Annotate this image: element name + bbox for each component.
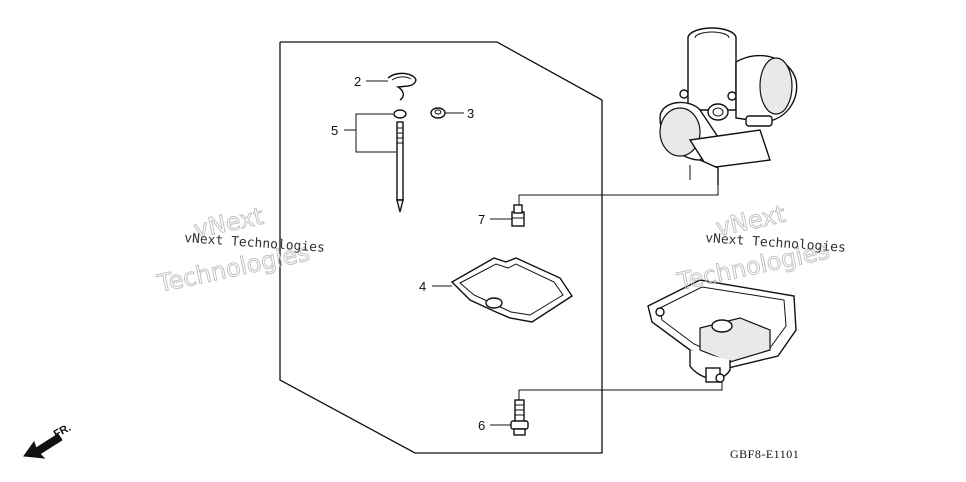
gasket-part (450, 257, 573, 323)
watermark-left: vNext Technologies vNext Technologies (154, 201, 325, 298)
watermark-right: vNext Technologies vNext Technologies (674, 199, 846, 296)
front-arrow-icon (23, 433, 63, 459)
callout-6: 6 (478, 418, 485, 433)
leader-5-bracket (355, 113, 396, 153)
diagram-code: GBF8-E1101 (730, 447, 799, 461)
callout-5: 5 (331, 123, 338, 138)
callout-4: 4 (419, 279, 426, 294)
carburetor-body-part (659, 27, 798, 185)
nut-part (430, 107, 446, 119)
float-chamber-part (647, 279, 797, 383)
screw-part (511, 204, 525, 227)
front-label: FR. (52, 422, 73, 441)
callout-3: 3 (467, 106, 474, 121)
callout-2: 2 (354, 74, 361, 89)
clip-part (387, 72, 417, 101)
leader-7-to-body (518, 185, 719, 205)
jet-needle-part (393, 109, 407, 213)
callout-7: 7 (478, 212, 485, 227)
drain-screw-part (510, 399, 529, 436)
kit-outline (279, 41, 603, 454)
leader-6-to-chamber (518, 380, 723, 400)
